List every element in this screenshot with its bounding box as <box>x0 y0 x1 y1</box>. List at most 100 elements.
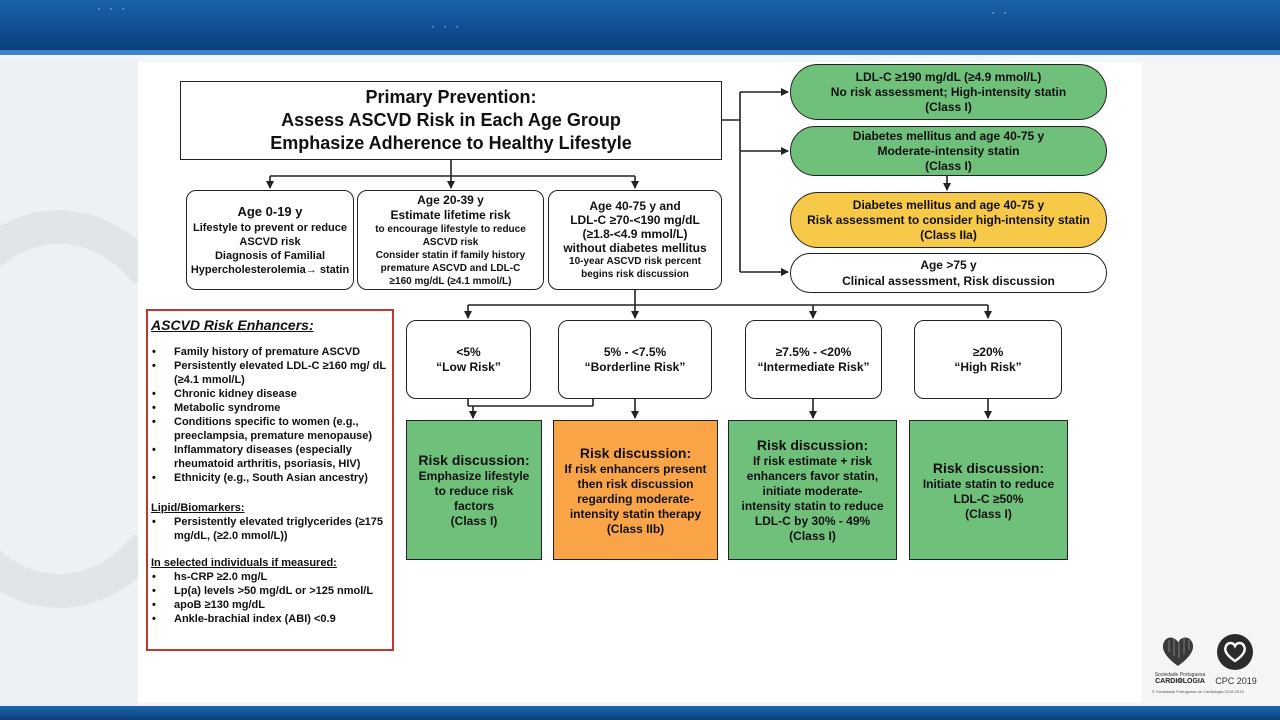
box-line: regarding moderate- <box>577 491 694 506</box>
cpc-logo-label: CPC 2019 <box>1215 676 1257 686</box>
box-line: (Class IIa) <box>920 227 977 242</box>
risk-range: 5% - <7.5% <box>603 344 667 359</box>
box-line: premature ASCVD and LDL-C <box>380 262 521 274</box>
risk-label: “High Risk” <box>954 359 1022 374</box>
discussion-high-risk: Risk discussion: Initiate statin to redu… <box>909 420 1068 560</box>
discussion-heading: Risk discussion: <box>418 452 530 468</box>
box-line: Age >75 y <box>920 258 977 272</box>
box-line: without diabetes mellitus <box>563 241 707 255</box>
footer-banner <box>0 706 1280 720</box>
risk-enhancers-title: ASCVD Risk Enhancers: <box>151 317 314 333</box>
box-line: Diabetes mellitus and age 40-75 y <box>852 197 1045 212</box>
box-line: Age 40-75 y and <box>589 199 681 213</box>
spc-logo-label: Sociedade Portuguesa de <box>1154 672 1206 684</box>
spc-logo-name: CARDIOLOGIA <box>1155 678 1205 685</box>
diabetes-high-intensity-box: Diabetes mellitus and age 40-75 y Risk a… <box>790 192 1107 248</box>
age-over-75-box: Age >75 y Clinical assessment, Risk disc… <box>790 253 1107 293</box>
box-line: LDL-C ≥50% <box>953 491 1024 506</box>
box-line: Clinical assessment, Risk discussion <box>842 274 1055 288</box>
discussion-low-risk: Risk discussion: Emphasize lifestyle to … <box>406 420 542 560</box>
risk-label: “Intermediate Risk” <box>757 359 870 374</box>
box-line: If risk enhancers present <box>564 461 707 476</box>
box-line: intensity statin therapy <box>569 506 702 521</box>
main-subtitle: Emphasize Adherence to Healthy Lifestyle <box>270 133 632 153</box>
list-item: Inflammatory diseases (especially rheuma… <box>151 443 390 471</box>
diabetes-moderate-box: Diabetes mellitus and age 40-75 y Modera… <box>790 126 1107 176</box>
age-40-75-box: Age 40-75 y and LDL-C ≥70-<190 mg/dL (≥1… <box>548 190 722 290</box>
box-line: (Class I) <box>925 158 972 173</box>
list-item: Lp(a) levels >50 mg/dL or >125 nmol/L <box>151 584 390 598</box>
box-line: ≥160 mg/dL (≥4.1 mmol/L) <box>389 275 512 287</box>
list-item: Persistently elevated triglycerides (≥17… <box>151 515 390 543</box>
discussion-intermediate-risk: Risk discussion: If risk estimate + risk… <box>728 420 897 560</box>
box-line: Risk assessment to consider high-intensi… <box>807 212 1090 227</box>
age-20-39-subtitle: Estimate lifetime risk <box>390 207 511 222</box>
box-line: begins risk discussion <box>581 269 689 280</box>
heart-outline-icon <box>1224 641 1246 663</box>
box-line: to encourage lifestyle to reduce <box>375 223 526 235</box>
banner-decoration: · · · <box>430 22 461 33</box>
box-line: (≥1.8-<4.9 mmol/L) <box>582 227 688 241</box>
age-0-19-title: Age 0-19 y <box>237 204 303 219</box>
risk-level-intermediate: ≥7.5% - <20% “Intermediate Risk” <box>745 320 882 399</box>
heart-logo-icon <box>1162 637 1194 666</box>
box-line: enhancers favor statin, <box>746 469 879 483</box>
list-item: Metabolic syndrome <box>151 401 390 415</box>
discussion-heading: Risk discussion: <box>756 437 869 453</box>
list-item: hs-CRP ≥2.0 mg/L <box>151 570 390 584</box>
box-line: Lifestyle to prevent or reduce <box>192 222 348 234</box>
header-banner: · · · · · · · · <box>0 0 1280 50</box>
box-line: (Class I) <box>450 514 498 528</box>
discussion-heading: Risk discussion: <box>932 459 1045 476</box>
list-item: Chronic kidney disease <box>151 387 390 401</box>
box-line: Initiate statin to reduce <box>922 476 1055 491</box>
side-decoration <box>0 60 208 706</box>
box-line: intensity statin to reduce <box>741 499 884 513</box>
spc-logo: Sociedade Portuguesa de CARDIOLOGIA <box>1152 632 1206 694</box>
box-line: initiate moderate- <box>762 484 863 498</box>
age-20-39-title: Age 20-39 y <box>417 192 484 207</box>
box-line: Hypercholesterolemia→ statin <box>190 264 350 276</box>
box-line: No risk assessment; High-intensity stati… <box>830 84 1067 99</box>
box-line: ASCVD risk <box>239 236 301 248</box>
lipid-biomarkers-title: Lipid/Biomarkers: <box>151 502 245 514</box>
box-line: ASCVD risk <box>422 236 479 248</box>
box-line: Consider statin if family history <box>375 249 526 261</box>
primary-prevention-box: Primary Prevention: Assess ASCVD Risk in… <box>180 81 722 160</box>
box-line: LDL-C ≥190 mg/dL (≥4.9 mmol/L) <box>855 69 1042 84</box>
list-item: Persistently elevated LDL-C ≥160 mg/ dL … <box>151 359 390 387</box>
box-line: 10-year ASCVD risk percent <box>569 256 701 267</box>
main-subtitle: Assess ASCVD Risk in Each Age Group <box>281 110 621 130</box>
box-line: (Class IIb) <box>606 521 665 536</box>
box-line: (Class I) <box>965 506 1012 521</box>
risk-level-borderline: 5% - <7.5% “Borderline Risk” <box>558 320 712 399</box>
box-line: Emphasize lifestyle <box>418 469 530 483</box>
box-line: (Class I) <box>789 529 836 543</box>
header-banner-stripe <box>0 50 1280 55</box>
box-line: Diagnosis of Familial <box>214 250 326 262</box>
box-line: Moderate-intensity statin <box>877 143 1020 158</box>
box-line: (Class I) <box>925 99 972 114</box>
list-item: Conditions specific to women (e.g., pree… <box>151 415 390 443</box>
risk-level-low: <5% “Low Risk” <box>406 320 531 399</box>
risk-label: “Low Risk” <box>436 359 501 374</box>
risk-range: ≥20% <box>972 344 1004 359</box>
risk-enhancers-panel: ASCVD Risk Enhancers: Family history of … <box>146 309 394 651</box>
discussion-borderline-risk: Risk discussion: If risk enhancers prese… <box>553 420 718 560</box>
box-line: LDL-C ≥70-<190 mg/dL <box>570 213 700 227</box>
list-item: Ankle-brachial index (ABI) <0.9 <box>151 612 390 626</box>
list-item: Family history of premature ASCVD <box>151 345 390 359</box>
list-item: apoB ≥130 mg/dL <box>151 598 390 612</box>
risk-label: “Borderline Risk” <box>584 359 686 374</box>
box-line: factors <box>453 499 494 513</box>
banner-decoration: · · · <box>96 4 127 15</box>
age-20-39-box: Age 20-39 y Estimate lifetime risk to en… <box>357 190 544 290</box>
box-line: If risk estimate + risk <box>752 454 873 468</box>
discussion-heading: Risk discussion: <box>579 444 692 461</box>
box-line: to reduce risk <box>434 484 514 498</box>
risk-level-high: ≥20% “High Risk” <box>914 320 1062 399</box>
risk-range: <5% <box>456 344 481 359</box>
selected-individuals-title: In selected individuals if measured: <box>151 557 337 569</box>
risk-range: ≥7.5% - <20% <box>775 344 852 359</box>
box-line: LDL-C by 30% - 49% <box>754 514 871 528</box>
